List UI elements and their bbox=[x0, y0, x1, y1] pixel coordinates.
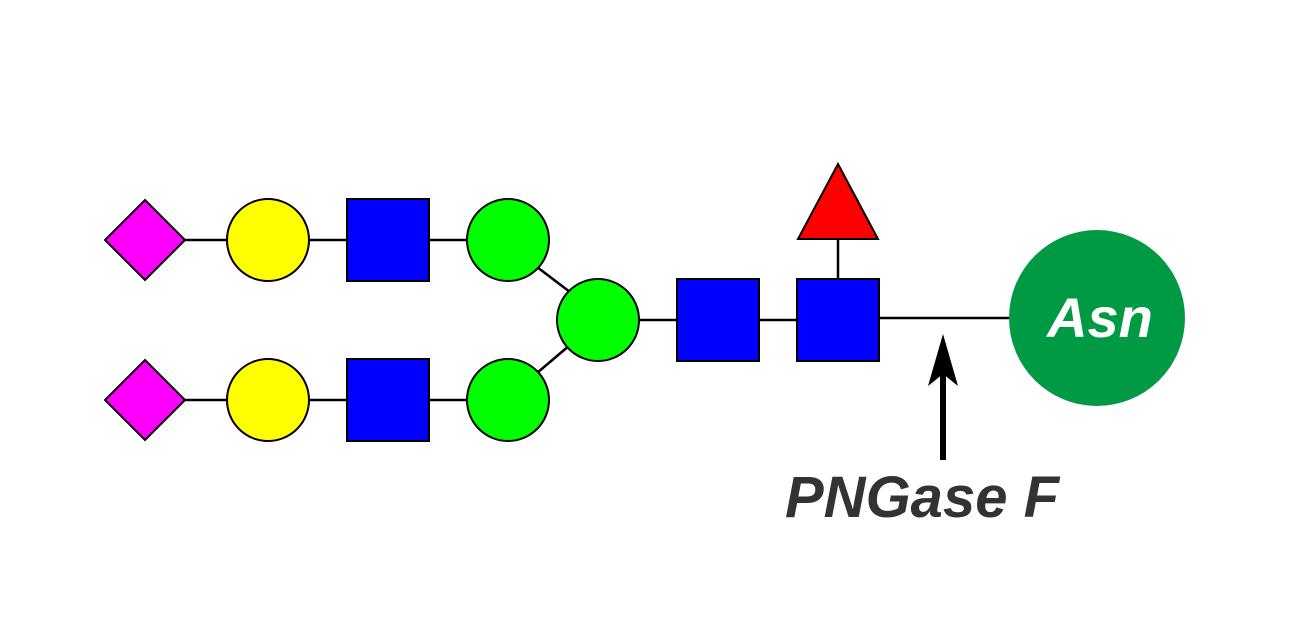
asparagine-label: Asn bbox=[1045, 286, 1153, 349]
galactose-lower bbox=[226, 358, 310, 442]
galactose-upper bbox=[226, 198, 310, 282]
enzyme-label: PNGase F bbox=[785, 465, 1061, 530]
bond-lower-man-core-man bbox=[536, 344, 571, 374]
glcnac-lower bbox=[346, 358, 430, 442]
sialic-acid-upper bbox=[103, 198, 187, 282]
mannose-lower bbox=[466, 358, 550, 442]
bond-upper-man-core-man bbox=[536, 266, 571, 293]
arrow-head bbox=[928, 334, 958, 386]
glcnac-upper bbox=[346, 198, 430, 282]
sialic-acid-lower bbox=[103, 358, 187, 442]
mannose-core bbox=[556, 278, 640, 362]
asparagine-circle bbox=[1009, 230, 1185, 406]
glycosidic-bonds bbox=[185, 238, 1012, 402]
asparagine-residue: Asn bbox=[1009, 230, 1185, 406]
glcnac-core-outer bbox=[676, 278, 760, 362]
mannose-upper bbox=[466, 198, 550, 282]
pngase-cleavage-arrow bbox=[928, 334, 958, 460]
glcnac-core-reducing bbox=[796, 278, 880, 362]
fucose-triangle bbox=[796, 161, 880, 240]
